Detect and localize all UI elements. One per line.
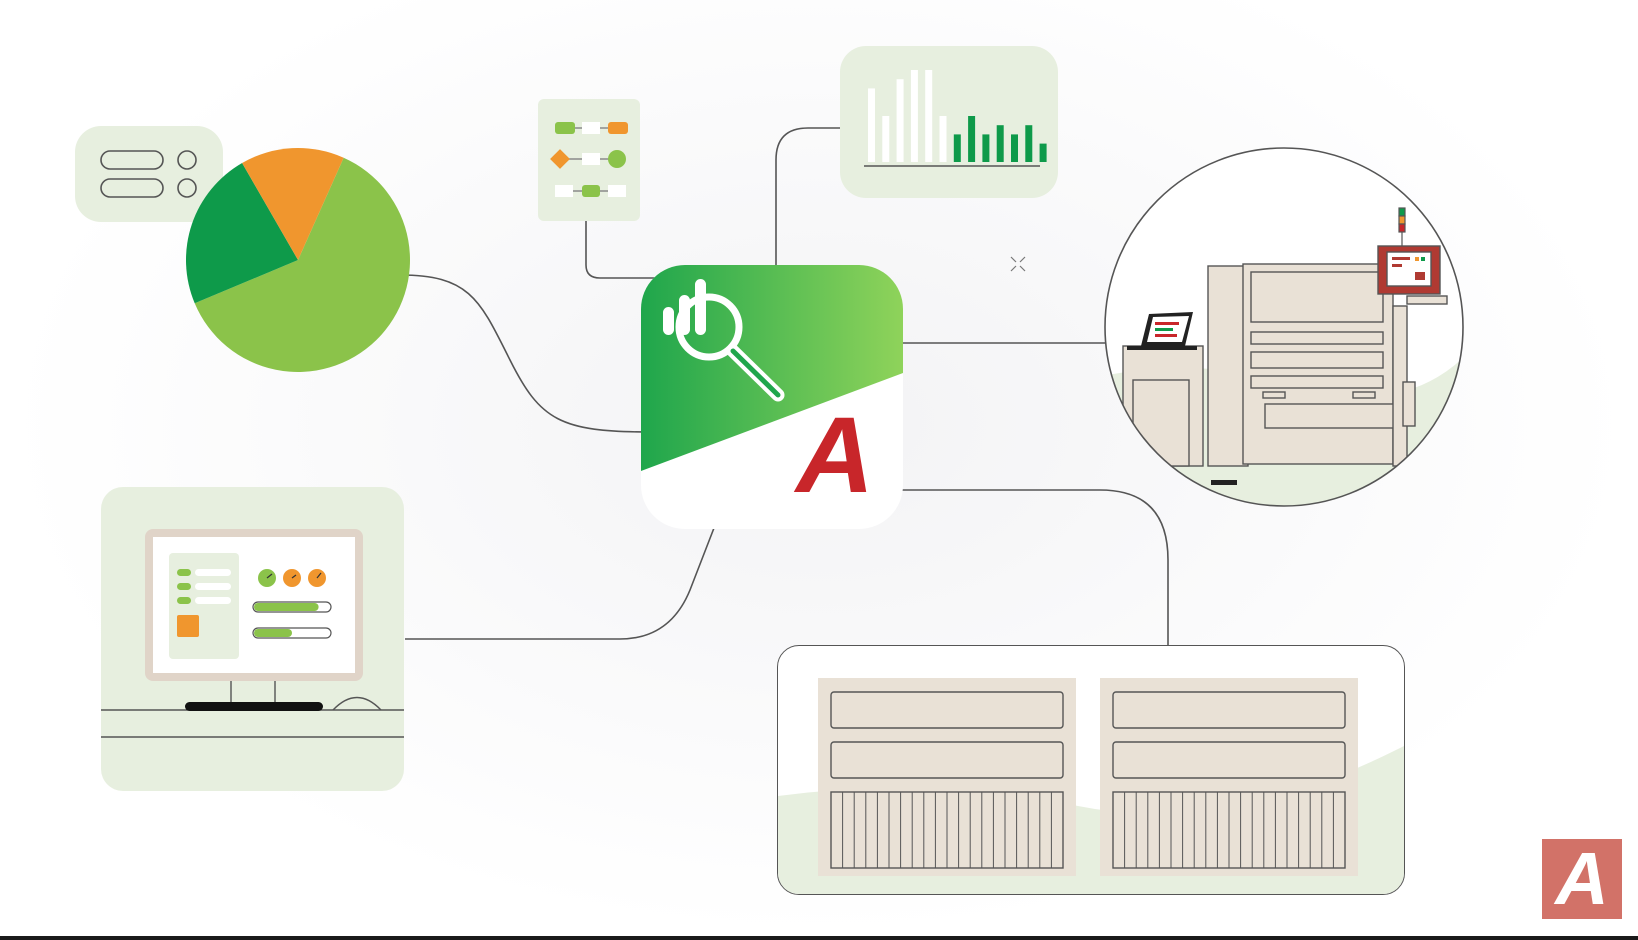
dashboard-monitor-card	[101, 487, 404, 791]
bar-6	[953, 134, 961, 162]
bar-11	[1025, 125, 1033, 162]
monitor-illustration	[101, 529, 404, 738]
bar-9	[996, 125, 1004, 162]
connector-monitor	[405, 527, 715, 640]
bar-8	[982, 134, 990, 162]
watermark-letter: A	[1555, 837, 1609, 920]
app-icon[interactable]: A	[641, 265, 903, 529]
bar-1	[882, 116, 890, 162]
flow-diagram-card	[538, 99, 640, 221]
bar-2	[896, 79, 904, 162]
progress-fill-1	[254, 629, 292, 637]
toggle-card	[75, 126, 223, 222]
analytics-magnifier-icon	[663, 279, 785, 402]
pie-slice-0	[194, 157, 410, 372]
bar-10	[1011, 134, 1018, 162]
crosshair-icon	[1010, 256, 1026, 272]
pie-slice-1	[186, 162, 298, 304]
connector-pie	[399, 274, 651, 433]
bar-7	[968, 116, 976, 162]
connector-bars	[775, 127, 840, 270]
connector-rack	[900, 489, 1169, 645]
bar-chart	[864, 70, 1047, 167]
watermark-logo: A	[1542, 839, 1622, 919]
production-machine-illustration	[1104, 147, 1464, 507]
server-rack-illustration	[778, 678, 1404, 894]
gauge-icons	[258, 569, 326, 587]
pie-chart	[186, 148, 410, 372]
bar-4	[925, 70, 933, 162]
brand-logo-letter: A	[796, 394, 874, 515]
server-rack-card	[777, 645, 1405, 895]
bottom-border	[0, 936, 1638, 940]
connector-flow	[585, 220, 660, 279]
flowchart-icon	[550, 122, 628, 197]
bar-12	[1039, 143, 1047, 162]
toggle-switches-icon	[100, 150, 197, 198]
pie-slice-2	[242, 148, 344, 260]
bar-0	[868, 88, 875, 162]
bar-chart-card	[840, 46, 1058, 198]
bar-3	[910, 70, 918, 162]
progress-fill-0	[254, 603, 319, 611]
progress-bars	[252, 601, 332, 639]
bar-5	[939, 116, 947, 162]
